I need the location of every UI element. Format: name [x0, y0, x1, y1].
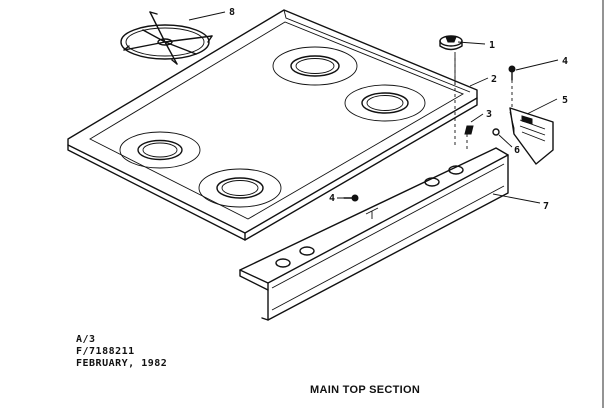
callout-1: 1	[489, 40, 495, 51]
burner-rear-right	[344, 84, 426, 122]
clip-part-6	[492, 128, 500, 136]
leader-lines	[188, 11, 559, 204]
callout-6: 6	[514, 145, 520, 156]
callout-7: 7	[543, 201, 549, 212]
control-panel-bar	[239, 147, 509, 321]
diagram-caption: MAIN TOP SECTION	[310, 384, 421, 396]
doc-part-number: F/7188211	[76, 346, 135, 357]
burner-rear-left	[272, 46, 358, 86]
burner-grate	[120, 11, 213, 65]
callout-2: 2	[491, 74, 497, 85]
side-bracket	[509, 107, 554, 165]
burner-front-left	[119, 131, 201, 169]
callout-4-upper: 4	[562, 56, 568, 67]
cooktop-panel	[67, 9, 478, 241]
clip-part-3	[464, 125, 474, 135]
doc-date: FEBRUARY, 1982	[76, 358, 168, 369]
callout-5: 5	[562, 95, 568, 106]
doc-code: A/3	[76, 334, 96, 345]
callout-8-grate: 8	[229, 7, 235, 18]
screw-upper	[508, 65, 516, 81]
callout-4-lower: 4	[329, 193, 335, 204]
knob-cap	[439, 35, 463, 51]
burner-front-right	[198, 168, 282, 208]
callout-3: 3	[486, 109, 492, 120]
callout-labels: 8 1 2 3 4 5 6 7 4	[229, 7, 568, 212]
